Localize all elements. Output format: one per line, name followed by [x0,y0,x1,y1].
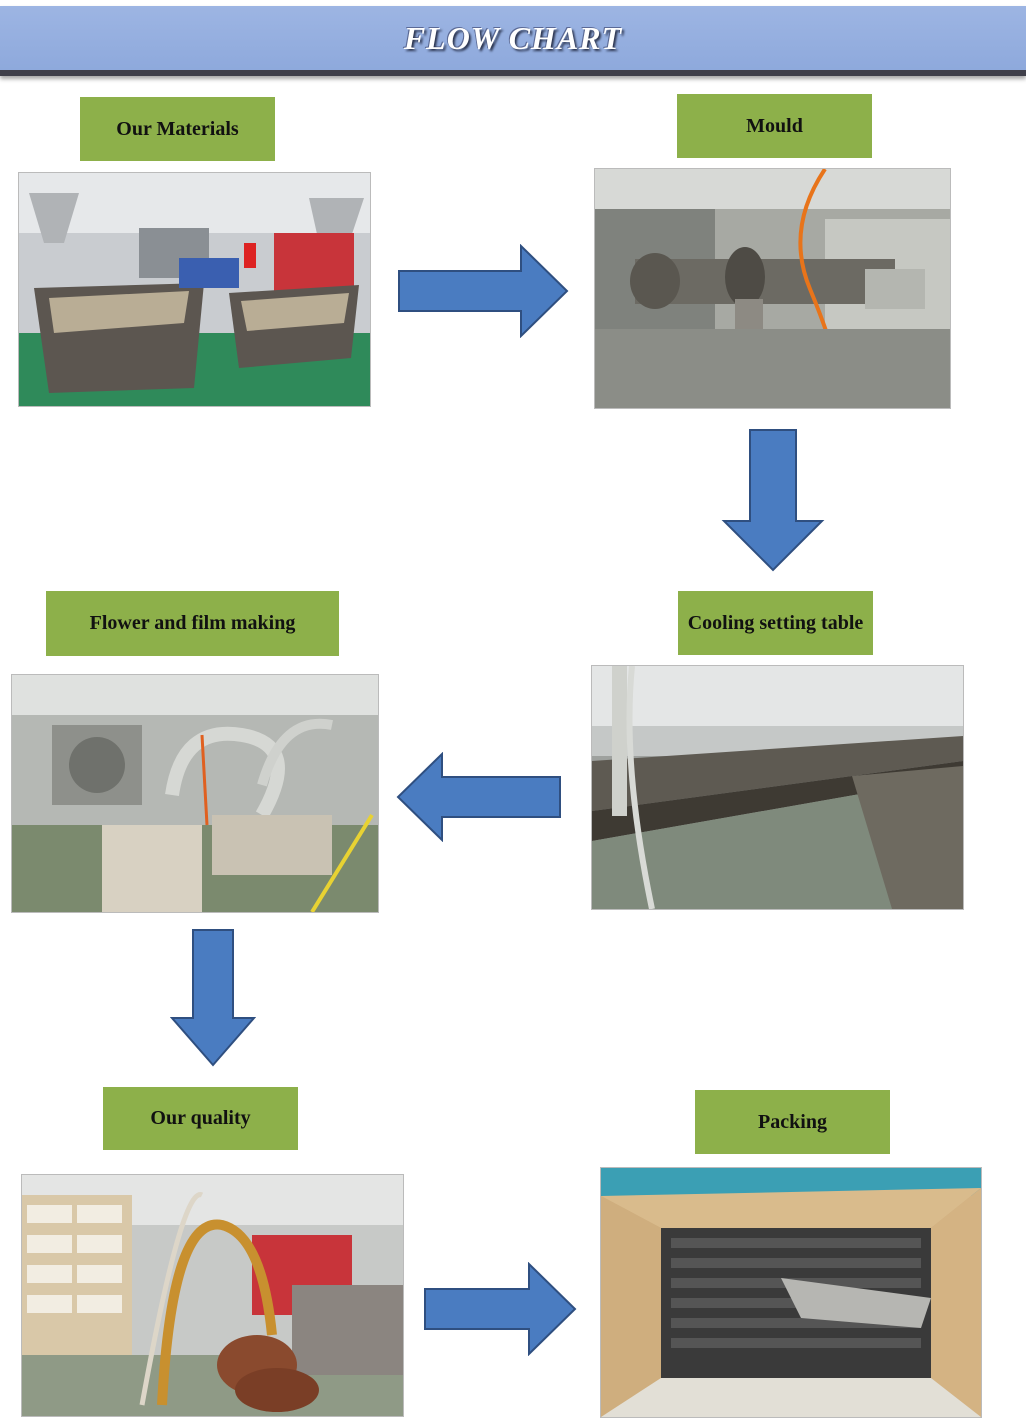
arrow-right-icon [397,244,571,338]
arrow-down-icon [721,428,825,574]
step-label-quality: Our quality [103,1087,298,1150]
arrow-down-icon [170,928,256,1069]
step-label-packing: Packing [695,1090,890,1154]
photo-packing [600,1167,982,1418]
photo-quality [21,1174,404,1417]
header-banner: FLOW CHART [0,6,1026,76]
photo-mould [594,168,951,409]
step-label-cooling: Cooling setting table [678,591,873,655]
photo-flower [11,674,379,913]
step-label-materials: Our Materials [80,97,275,161]
arrow-left-icon [396,752,562,842]
page-title: FLOW CHART [403,20,623,56]
photo-cooling [591,665,964,910]
photo-materials [18,172,371,407]
step-label-mould: Mould [677,94,872,158]
step-label-flower: Flower and film making [46,591,339,656]
arrow-right-icon [423,1262,579,1356]
